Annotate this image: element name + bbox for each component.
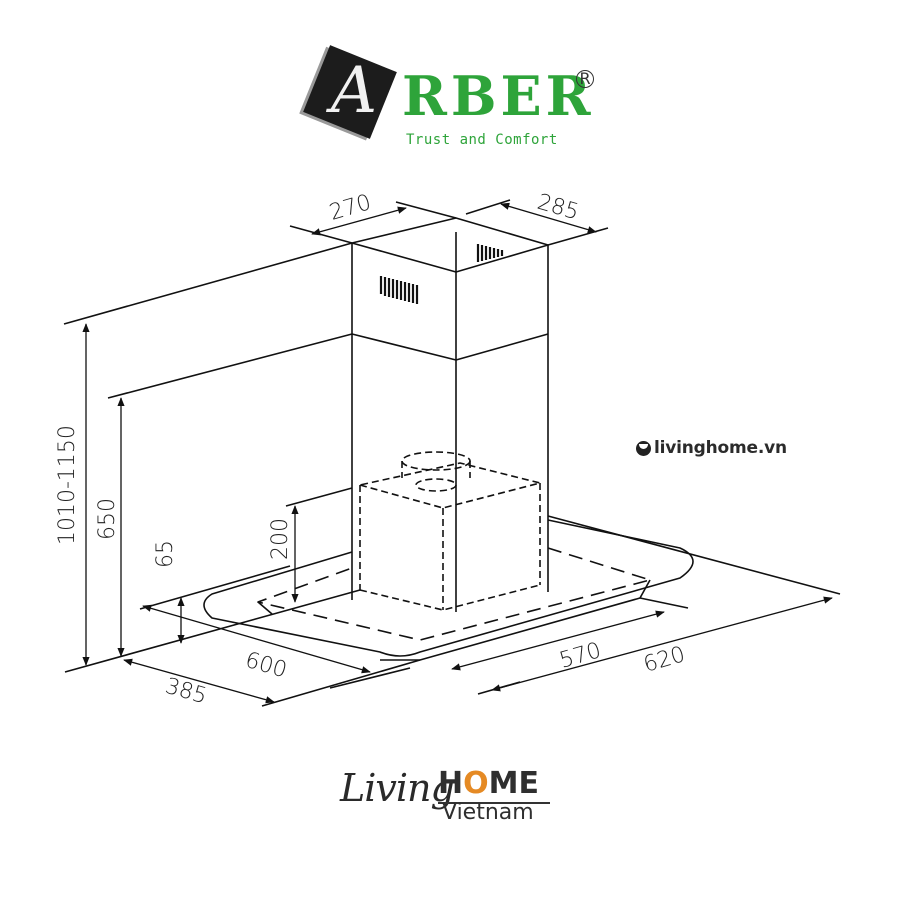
dim-motor-height: 200: [268, 518, 293, 560]
watermark-text: livinghome.vn: [654, 438, 787, 458]
logo-home-me: ME: [488, 766, 539, 801]
livinghome-circle-icon: [636, 440, 651, 456]
dim-body-height: 650: [95, 498, 120, 540]
logo-divider: [438, 802, 550, 804]
logo-script-living: Living: [340, 766, 455, 810]
dim-canopy-depth: 385: [162, 674, 209, 710]
logo-home-o: O: [463, 766, 489, 801]
logo-word-vietnam: Vietnam: [442, 800, 534, 825]
dim-total-height: 1010-1150: [55, 425, 80, 545]
arber-logo: A RBER R Trust and Comfort: [292, 44, 612, 164]
chimney-top: [351, 217, 549, 273]
livinghome-vietnam-logo: Living HOME Vietnam: [338, 758, 558, 848]
logo-home-h: H: [438, 766, 464, 801]
livinghome-watermark: livinghome.vn: [636, 438, 787, 458]
dim-canopy-width: 600: [242, 648, 289, 684]
logo-word-home: HOME: [438, 766, 539, 801]
dim-inner-width: 570: [557, 638, 604, 674]
arber-logo-letter: A: [330, 54, 378, 128]
registered-mark-icon: R: [576, 70, 594, 88]
brand-tagline: Trust and Comfort: [406, 132, 558, 148]
dim-glass-thickness: 65: [153, 540, 178, 568]
dim-chimney-width: 270: [327, 190, 374, 226]
dim-chimney-depth: 285: [534, 190, 581, 226]
brand-name: RBER: [402, 64, 595, 128]
